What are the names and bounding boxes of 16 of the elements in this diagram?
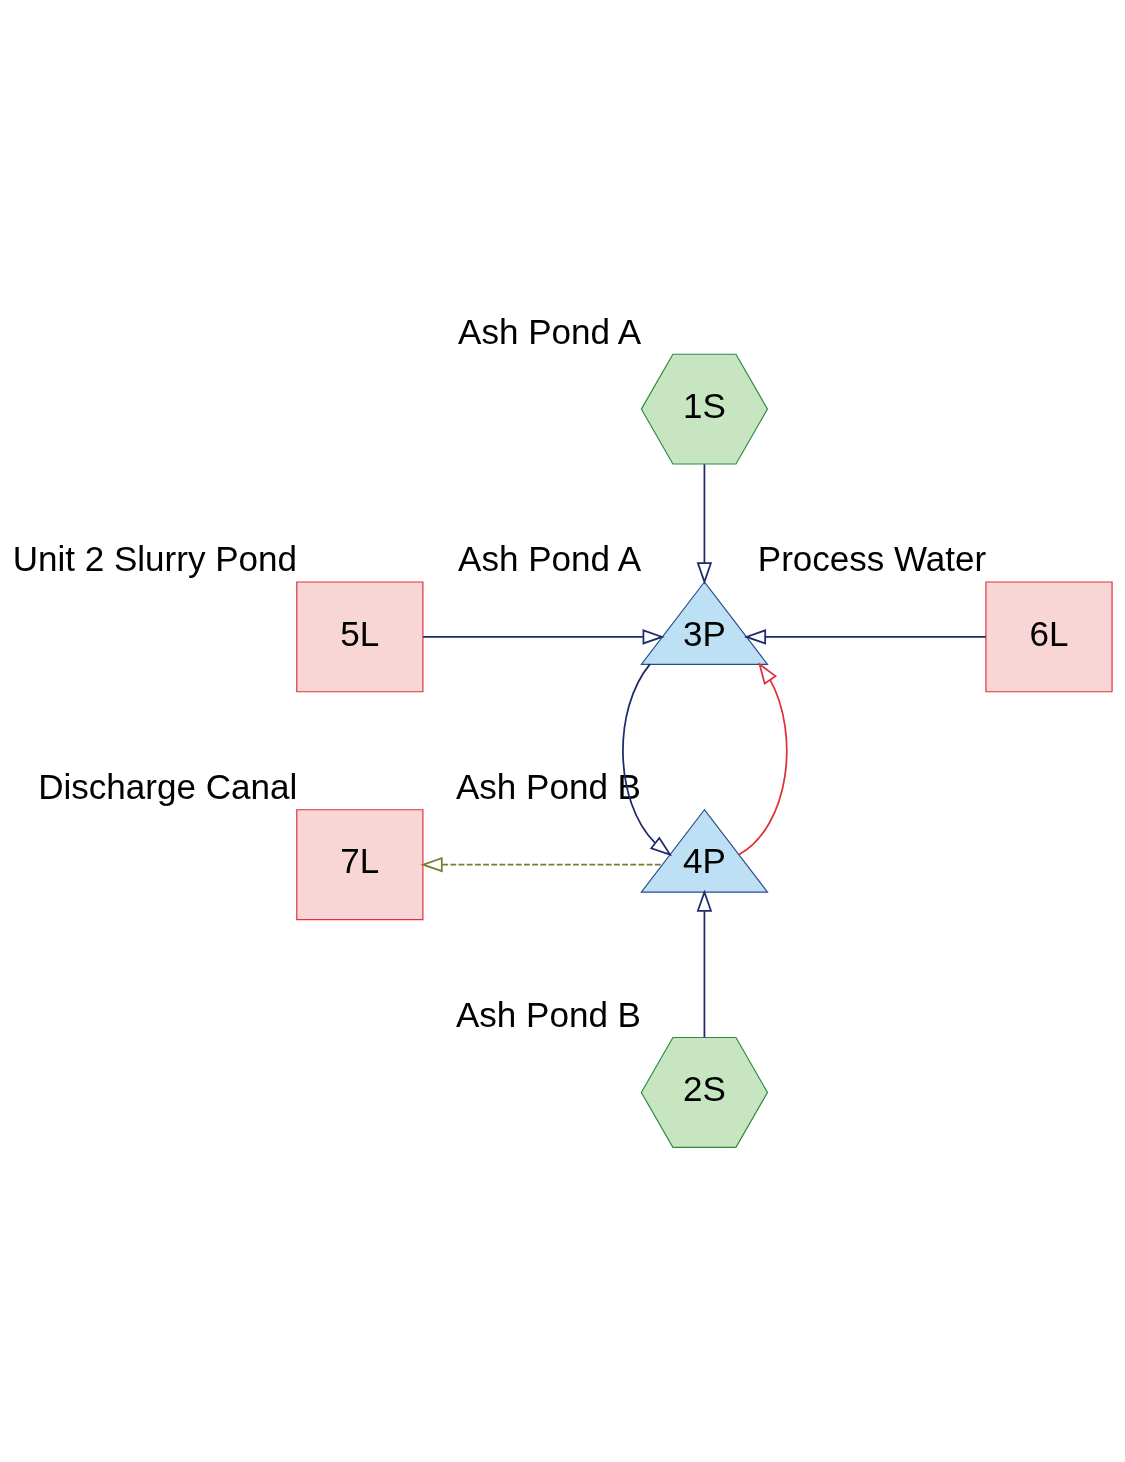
- node-label: Ash Pond A: [458, 538, 642, 578]
- node-label: Ash Pond B: [455, 994, 641, 1034]
- node-box: 7L: [296, 808, 424, 920]
- arrow: [622, 663, 673, 856]
- arrow: [422, 628, 665, 645]
- arrow: [696, 462, 713, 584]
- node-label: Process Water: [757, 538, 987, 578]
- node-label: Ash Pond A: [458, 311, 642, 351]
- node-box: 5L: [296, 580, 424, 692]
- arrow: [420, 856, 663, 872]
- node-label: Unit 2 Slurry Pond: [12, 538, 297, 578]
- arrow: [738, 661, 788, 855]
- arrow: [696, 889, 713, 1038]
- node-label: Discharge Canal: [38, 766, 298, 806]
- node-box: 6L: [985, 580, 1113, 692]
- arrow: [743, 628, 987, 645]
